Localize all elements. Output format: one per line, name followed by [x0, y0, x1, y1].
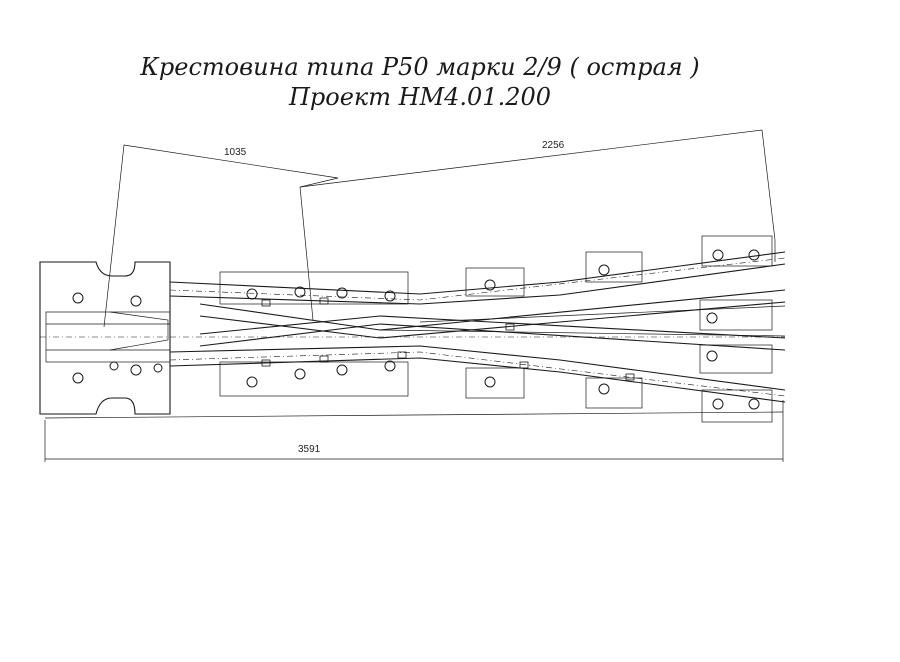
dimension-label-3591: 3591 [298, 444, 321, 455]
dimension-label-1035: 1035 [224, 147, 247, 158]
left-end-plate [39, 261, 171, 415]
dimension-2256: 2256 [299, 129, 776, 262]
dimension-1035: 1035 [103, 144, 339, 328]
dimension-3591: 3591 [44, 400, 784, 462]
fastening-marks [261, 297, 635, 381]
dimension-label-2256: 2256 [542, 140, 565, 151]
rails [40, 251, 786, 403]
tie-plates [219, 235, 773, 423]
title-block: Крестовина типа Р50 марки 2/9 ( острая )… [0, 52, 840, 112]
drawing-title: Крестовина типа Р50 марки 2/9 ( острая ) [140, 53, 700, 81]
project-number: Проект НМ4.01.200 [288, 83, 552, 111]
bolts [72, 249, 760, 410]
